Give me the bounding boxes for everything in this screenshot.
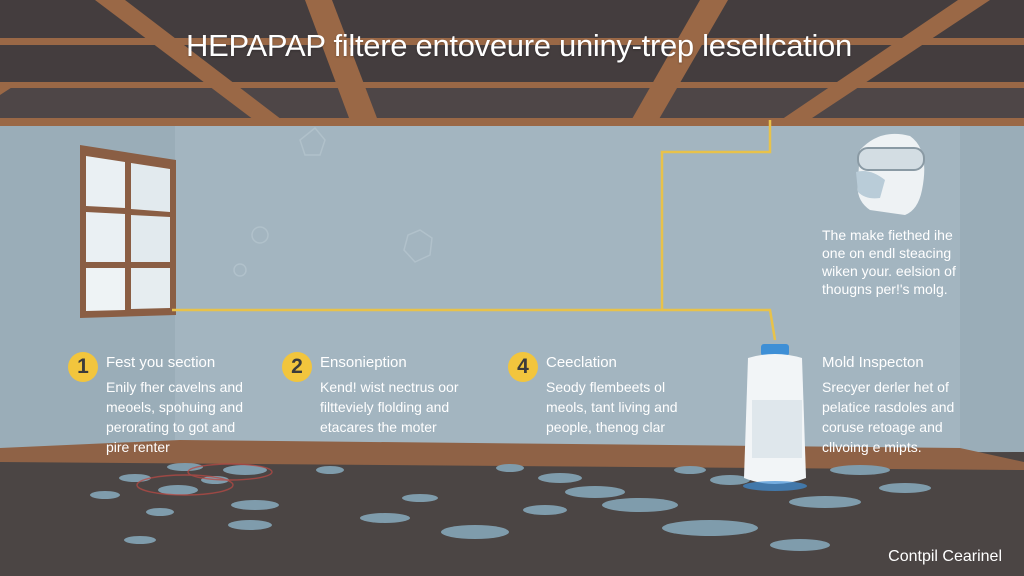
step-title: Ensonieption [320, 354, 407, 371]
ceiling-beams [0, 0, 1024, 126]
step-description: Enily fher cavelns and meoels, spohuing … [106, 379, 243, 455]
step-description: Kend! wist nectrus oor filtteviely flold… [320, 379, 459, 435]
page-title: HEPAPAP filtere entoveure uniny-trep les… [186, 28, 852, 63]
puddles [90, 463, 931, 551]
step-title: Fest you section [106, 354, 216, 371]
step-title: Ceeclation [546, 354, 617, 371]
step-number-badge: 4 [508, 352, 538, 382]
step-title: Mold Inspecton [822, 354, 924, 371]
step-description: Srecyer derler het of pelatice rasdoles … [822, 379, 955, 455]
water-bottle-illustration [743, 344, 807, 491]
respirator-head-illustration [856, 133, 925, 215]
step-number-badge: 1 [68, 352, 98, 382]
respirator-note: The make fiethed ihe one on endl steacin… [822, 227, 956, 297]
step-number-badge: 2 [282, 352, 312, 382]
window [80, 145, 176, 318]
connector-line [172, 120, 772, 312]
step-description: Seody flembeets ol meols, tant living an… [546, 379, 678, 435]
footer-caption: Contpil Cearinel [888, 548, 1002, 565]
right-wall [960, 85, 1024, 470]
